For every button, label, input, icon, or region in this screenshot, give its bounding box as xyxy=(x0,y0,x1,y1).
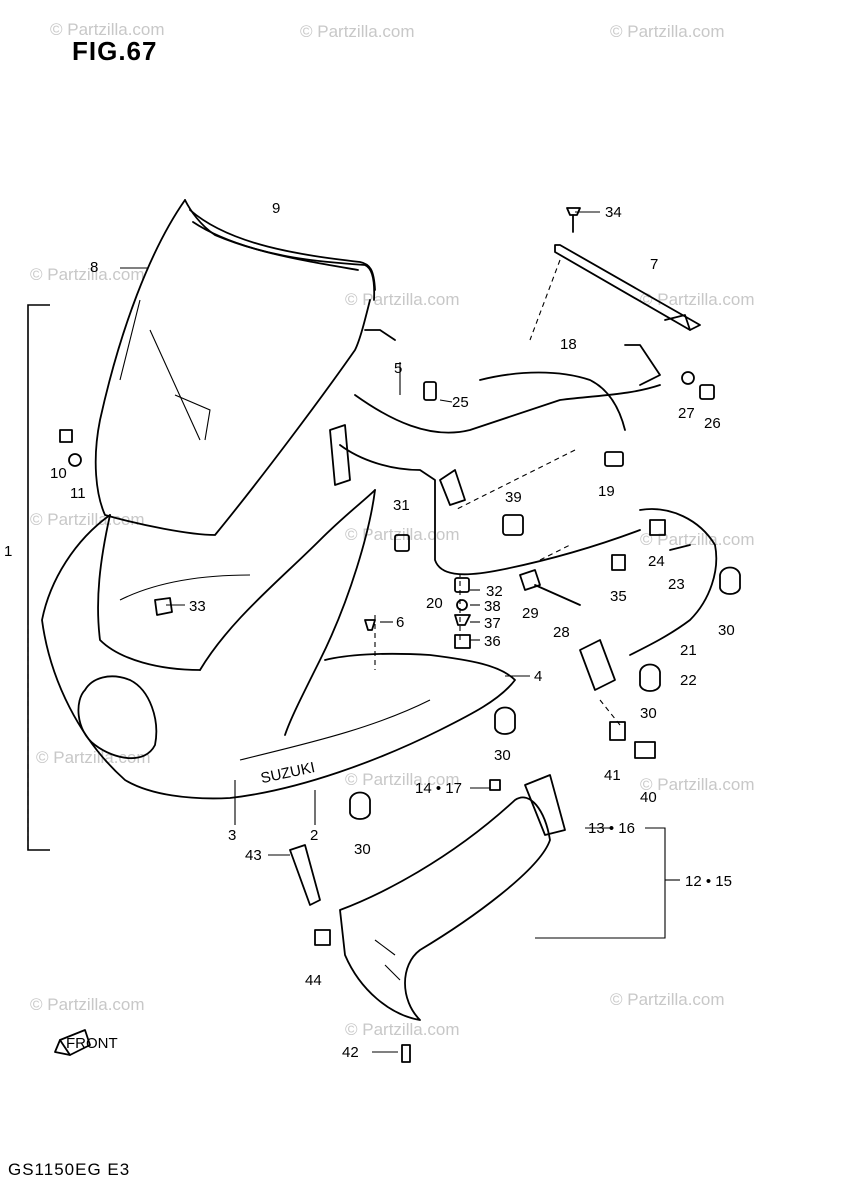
watermark: © Partzilla.com xyxy=(345,770,460,789)
callout-30: 30 xyxy=(718,622,735,639)
callout-8: 8 xyxy=(90,259,98,276)
callout-leaders xyxy=(120,211,680,1053)
callout-42: 42 xyxy=(342,1044,359,1061)
callout-33: 33 xyxy=(189,598,206,615)
fairing-stay-21 xyxy=(579,508,718,691)
watermark: © Partzilla.com xyxy=(30,265,145,284)
callout-24: 24 xyxy=(648,553,665,570)
callout-30: 30 xyxy=(494,747,511,764)
watermark: © Partzilla.com xyxy=(36,748,151,767)
callout-32: 32 xyxy=(486,583,503,600)
callout-11: 11 xyxy=(70,485,86,502)
leader-line xyxy=(454,449,576,511)
callout-labels: 1 2 3 4 5 6 7 8 9 10 11 12 • 15 13 • 16 … xyxy=(4,200,735,1061)
callout-18: 18 xyxy=(560,336,577,353)
upper-fairing: SUZUKI xyxy=(41,489,516,800)
callout-9: 9 xyxy=(272,200,280,217)
lower-cowl xyxy=(339,796,551,1021)
watermark: © Partzilla.com xyxy=(640,775,755,794)
front-marker: FRONT xyxy=(66,1035,118,1052)
callout-12-15: 12 • 15 xyxy=(685,873,732,890)
callout-38: 38 xyxy=(484,598,501,615)
callout-2: 2 xyxy=(310,827,318,844)
fairing-logo: SUZUKI xyxy=(259,759,316,787)
callout-1: 1 xyxy=(4,543,12,560)
front-arrow-icon: FRONT xyxy=(54,1029,118,1056)
figure-title: FIG.67 xyxy=(72,36,158,66)
windscreen xyxy=(94,199,376,536)
callout-3: 3 xyxy=(228,827,236,844)
watermark: © Partzilla.com xyxy=(610,22,725,41)
callout-5: 5 xyxy=(394,360,402,377)
callout-22: 22 xyxy=(680,672,697,689)
watermark: © Partzilla.com xyxy=(640,290,755,309)
watermark: © Partzilla.com xyxy=(345,1020,460,1039)
callout-41: 41 xyxy=(604,767,621,784)
callout-37: 37 xyxy=(484,615,501,632)
windscreen-trim xyxy=(189,209,376,291)
callout-25: 25 xyxy=(452,394,469,411)
fairing-stay-18 xyxy=(354,329,661,434)
callout-26: 26 xyxy=(704,415,721,432)
callout-30: 30 xyxy=(640,705,657,722)
watermark: © Partzilla.com xyxy=(30,995,145,1014)
callout-43: 43 xyxy=(245,847,262,864)
stay-7 xyxy=(554,244,701,331)
callout-40: 40 xyxy=(640,789,657,806)
leader-line xyxy=(529,259,561,341)
callout-7: 7 xyxy=(650,256,658,273)
callout-39: 39 xyxy=(505,489,522,506)
callout-34: 34 xyxy=(605,204,622,221)
callout-19: 19 xyxy=(598,483,615,500)
screw-34-icon xyxy=(566,207,581,233)
callout-4: 4 xyxy=(534,668,542,685)
callout-29: 29 xyxy=(522,605,539,622)
callout-31: 31 xyxy=(393,497,410,514)
callout-14-17: 14 • 17 xyxy=(415,780,462,797)
callout-27: 27 xyxy=(678,405,695,422)
fairing-stay-20 xyxy=(329,424,641,576)
fastener-icons xyxy=(59,371,715,1063)
callout-6: 6 xyxy=(396,614,404,631)
callout-13-16: 13 • 16 xyxy=(588,820,635,837)
grommet-icon xyxy=(349,566,741,820)
watermark: © Partzilla.com xyxy=(640,530,755,549)
callout-36: 36 xyxy=(484,633,501,650)
watermark: © Partzilla.com xyxy=(30,510,145,529)
cowl-bracket xyxy=(524,774,566,836)
assembly-bracket-1 xyxy=(27,304,50,851)
callout-10: 10 xyxy=(50,465,67,482)
watermark: © Partzilla.com xyxy=(300,22,415,41)
callout-21: 21 xyxy=(680,642,697,659)
callout-30: 30 xyxy=(354,841,371,858)
watermark: © Partzilla.com xyxy=(50,20,165,39)
callout-28: 28 xyxy=(553,624,570,641)
callout-35: 35 xyxy=(610,588,627,605)
watermark: © Partzilla.com xyxy=(610,990,725,1009)
diagram-code: GS1150EG E3 xyxy=(8,1160,131,1179)
callout-44: 44 xyxy=(305,972,322,989)
leader-line xyxy=(539,544,571,561)
callout-20: 20 xyxy=(426,595,443,612)
callout-23: 23 xyxy=(668,576,685,593)
